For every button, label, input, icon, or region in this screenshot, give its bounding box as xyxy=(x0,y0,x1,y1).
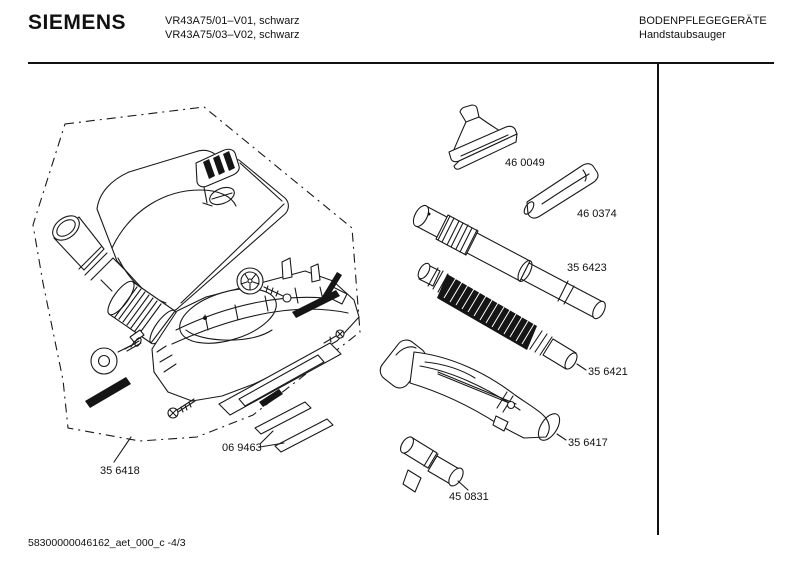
handle-bend-drawing xyxy=(379,339,567,441)
suction-hose-drawing xyxy=(417,262,587,371)
document-number: 58300000046162_aet_000_c -4/3 xyxy=(28,537,186,549)
siemens-logo: SIEMENS xyxy=(28,11,127,34)
part-label-069463: 06 9463 xyxy=(222,442,262,454)
axle-pin xyxy=(124,340,142,352)
part-label-356421: 35 6421 xyxy=(588,366,628,378)
model-line-2: VR43A75/03–V02, schwarz xyxy=(165,28,300,41)
swivel-wheel xyxy=(236,267,292,303)
nozzle-top-cover xyxy=(96,149,289,313)
floor-nozzle-assembly-drawing xyxy=(32,106,361,463)
nozzle-chassis xyxy=(129,257,360,402)
part-label-450831: 45 0831 xyxy=(449,491,489,503)
brush-strip-small xyxy=(259,389,283,407)
telescopic-tube-drawing xyxy=(412,204,606,320)
model-lines: VR43A75/01–V01, schwarz VR43A75/03–V02, … xyxy=(165,15,300,42)
nozzle-pedal xyxy=(195,148,240,207)
brush-strip-left xyxy=(85,377,131,408)
column-rule xyxy=(657,62,659,535)
sole-plate xyxy=(218,342,342,416)
assembly-boundary xyxy=(32,106,361,442)
part-label-460374: 46 0374 xyxy=(577,208,617,220)
swivel-elbow xyxy=(52,215,125,292)
product-category: Handstaubsauger xyxy=(639,28,726,41)
brush-strip-upper xyxy=(320,272,342,303)
crevice-nozzle-drawing xyxy=(523,163,599,219)
part-label-356418: 35 6418 xyxy=(100,465,140,477)
screw-front xyxy=(167,398,196,419)
division-block: BODENPFLEGEGERÄTE Handstaubsauger xyxy=(639,15,767,42)
model-line-1: VR43A75/01–V01, schwarz xyxy=(165,15,300,27)
division-name: BODENPFLEGEGERÄTE xyxy=(639,15,767,27)
thread-lifter-strips xyxy=(254,401,334,453)
upholstery-nozzle-drawing xyxy=(448,104,518,170)
part-label-356423: 35 6423 xyxy=(567,262,607,274)
header-rule xyxy=(28,62,774,64)
adapter-drawing xyxy=(399,436,469,493)
part-label-460049: 46 0049 xyxy=(505,157,545,169)
screw-rear xyxy=(323,329,345,344)
rear-wheel xyxy=(90,337,142,375)
brush-roller xyxy=(107,280,177,345)
part-label-356417: 35 6417 xyxy=(568,437,608,449)
